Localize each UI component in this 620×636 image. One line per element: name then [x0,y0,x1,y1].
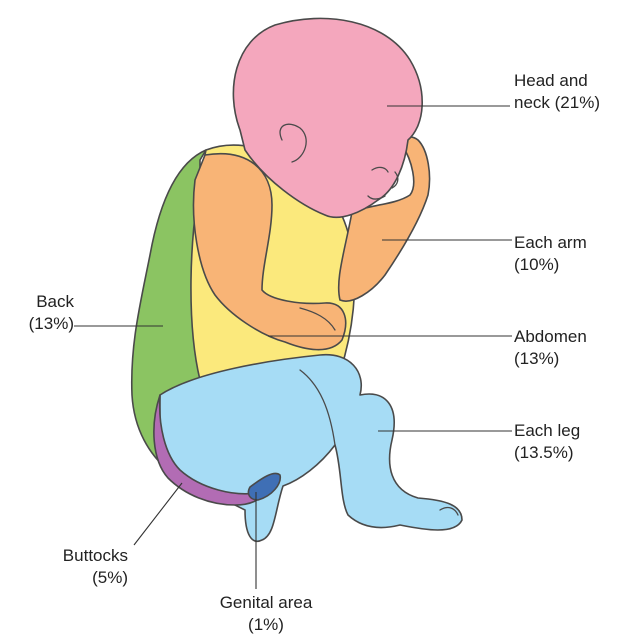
label-genital-name: Genital area [206,592,326,614]
label-each-arm: Each arm (10%) [514,232,587,276]
label-abdomen: Abdomen (13%) [514,326,587,370]
label-head-value: neck (21%) [514,92,600,114]
label-leg-value: (13.5%) [514,442,580,464]
label-each-leg: Each leg (13.5%) [514,420,580,464]
label-genital-value: (1%) [206,614,326,636]
label-buttocks: Buttocks (5%) [24,545,128,589]
label-back: Back (13%) [6,291,74,335]
label-abdomen-name: Abdomen [514,326,587,348]
label-genital: Genital area (1%) [206,592,326,636]
label-arm-value: (10%) [514,254,587,276]
label-buttocks-value: (5%) [24,567,128,589]
label-abdomen-value: (13%) [514,348,587,370]
label-leg-name: Each leg [514,420,580,442]
label-head-name: Head and [514,70,600,92]
leader-buttocks [134,483,182,545]
leg-region [160,355,462,542]
label-buttocks-name: Buttocks [24,545,128,567]
label-head-neck: Head and neck (21%) [514,70,600,114]
label-back-value: (13%) [6,313,74,335]
label-arm-name: Each arm [514,232,587,254]
label-back-name: Back [6,291,74,313]
